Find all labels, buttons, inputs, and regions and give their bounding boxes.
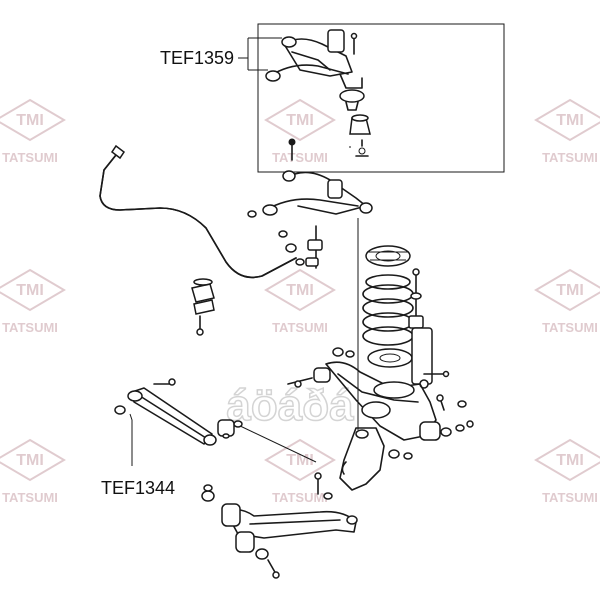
watermark-diamond: [264, 438, 336, 482]
watermark-name: TATSUMI: [272, 490, 328, 505]
shock-absorber: [408, 268, 450, 389]
watermark-logo: TMI TATSUMI: [0, 268, 66, 335]
callout-label-lower-link: TEF1344: [101, 478, 175, 498]
watermark-layer: TMI TATSUMI TMI TATSUMI TMI TATSUMI TMI TATSUMI…: [0, 98, 600, 505]
watermark-diamond: [0, 268, 66, 312]
spring-lower-seat: [367, 348, 413, 368]
watermark-logo: TMI TATSUMI: [534, 438, 600, 505]
steering-knuckle: [314, 427, 413, 500]
watermark-diamond: [0, 438, 66, 482]
watermark-brand: TMI: [286, 282, 314, 299]
watermark-diamond: [0, 98, 66, 142]
watermark-name: TATSUMI: [2, 150, 58, 165]
watermark-brand: TMI: [16, 282, 44, 299]
watermark-name: TATSUMI: [542, 320, 598, 335]
stabilizer-bushing: [191, 278, 215, 336]
watermark-diamond: [534, 268, 600, 312]
upper-control-arm-detail: [265, 29, 371, 157]
watermark-logo: TMI TATSUMI: [264, 268, 336, 335]
coil-spring: [362, 274, 414, 346]
watermark-logo: TMI TATSUMI: [0, 98, 66, 165]
watermark-name: TATSUMI: [542, 490, 598, 505]
watermark-name: TATSUMI: [272, 150, 328, 165]
center-watermark: áöáðá: [226, 380, 355, 431]
upper-control-arm-main: [247, 138, 373, 430]
watermark-name: TATSUMI: [272, 320, 328, 335]
callout-label-upper-arm: TEF1359: [160, 48, 234, 68]
trailing-arm: [201, 484, 358, 579]
watermark-brand: TMI: [556, 282, 584, 299]
lower-control-arm: [287, 347, 465, 441]
watermark-name: TATSUMI: [2, 320, 58, 335]
watermark-name: TATSUMI: [2, 490, 58, 505]
spring-upper-seat: [365, 245, 411, 267]
watermark-brand: TMI: [286, 112, 314, 129]
leader-upper-arm: [238, 37, 351, 148]
center-watermark-text: áöáðá: [226, 381, 354, 430]
watermark-brand: TMI: [16, 112, 44, 129]
leader-lower-link: [129, 413, 133, 466]
watermark-diamond: [264, 268, 336, 312]
stabilizer-bar: [99, 144, 297, 279]
watermark-brand: TMI: [286, 452, 314, 469]
watermark-name: TATSUMI: [542, 150, 598, 165]
watermark-brand: TMI: [556, 112, 584, 129]
watermark-diamond: [264, 98, 336, 142]
watermark-diamond: [534, 438, 600, 482]
lateral-link: [114, 378, 317, 463]
watermark-logo: TMI TATSUMI: [534, 268, 600, 335]
fasteners: [222, 400, 474, 439]
watermark-logo: TMI TATSUMI: [534, 98, 600, 165]
watermark-logo: TMI TATSUMI: [0, 438, 66, 505]
watermark-brand: TMI: [16, 452, 44, 469]
watermark-logo: TMI TATSUMI: [264, 438, 336, 505]
callout-box-upper-arm: [257, 23, 505, 173]
watermark-brand: TMI: [556, 452, 584, 469]
watermark-diamond: [534, 98, 600, 142]
watermark-logo: TMI TATSUMI: [264, 98, 336, 165]
